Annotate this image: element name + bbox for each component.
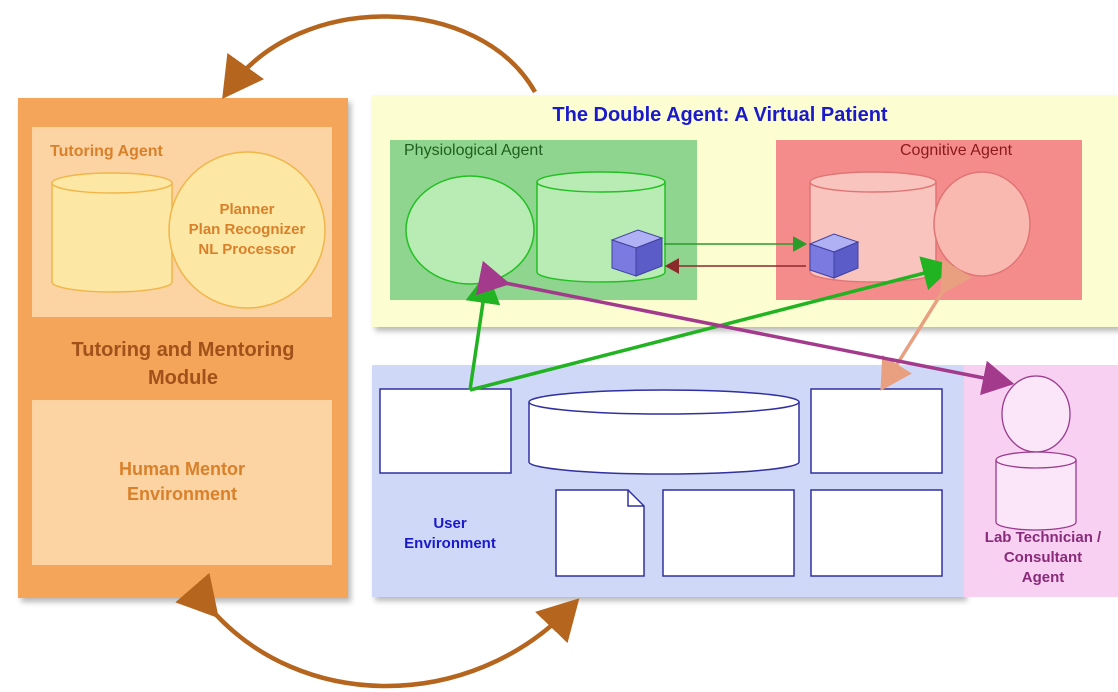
user-environment-line1: User [433, 515, 467, 532]
physiological-cube [610, 229, 664, 277]
lab-technician-line1: Lab Technician / [984, 529, 1102, 546]
user-environment-line2: Environment [404, 535, 496, 552]
lab-technician-line2: Consultant [1003, 549, 1083, 566]
cognitive-cube [808, 233, 860, 279]
module-title-line2: Module [148, 367, 218, 389]
user-environment-panel [372, 365, 964, 597]
lab-technician-label: Lab Technician / Consultant Agent [968, 528, 1118, 588]
arc-bottom [175, 572, 580, 689]
plan-recognizer-line: Plan Recognizer [188, 221, 306, 238]
nl-processor-line: NL Processor [198, 241, 296, 258]
lab-technician-panel [964, 365, 1118, 597]
arc-top [222, 14, 537, 99]
tutoring-db-cylinder [51, 172, 173, 293]
planner-circle [168, 151, 326, 309]
tutoring-agent-label: Tutoring Agent [50, 143, 163, 160]
tutoring-module-panel [18, 98, 348, 598]
planner-text: Planner Plan Recognizer NL Processor [172, 200, 322, 260]
module-title: Tutoring and Mentoring Module [18, 336, 348, 392]
physiological-agent-label: Physiological Agent [404, 142, 543, 159]
user-environment-label: User Environment [380, 514, 520, 554]
human-mentor-line2: Environment [126, 484, 237, 504]
human-mentor-line1: Human Mentor [119, 459, 245, 479]
module-title-line1: Tutoring and Mentoring [71, 339, 295, 361]
cognitive-agent-label: Cognitive Agent [900, 142, 1013, 159]
human-mentor-label: Human Mentor Environment [32, 457, 332, 507]
arrow-physiological-lab [475, 260, 1015, 396]
human-mentor-panel [32, 400, 332, 565]
lab-technician-line3: Agent [1021, 569, 1065, 586]
virtual-patient-title: The Double Agent: A Virtual Patient [552, 104, 888, 126]
planner-line: Planner [219, 201, 275, 218]
